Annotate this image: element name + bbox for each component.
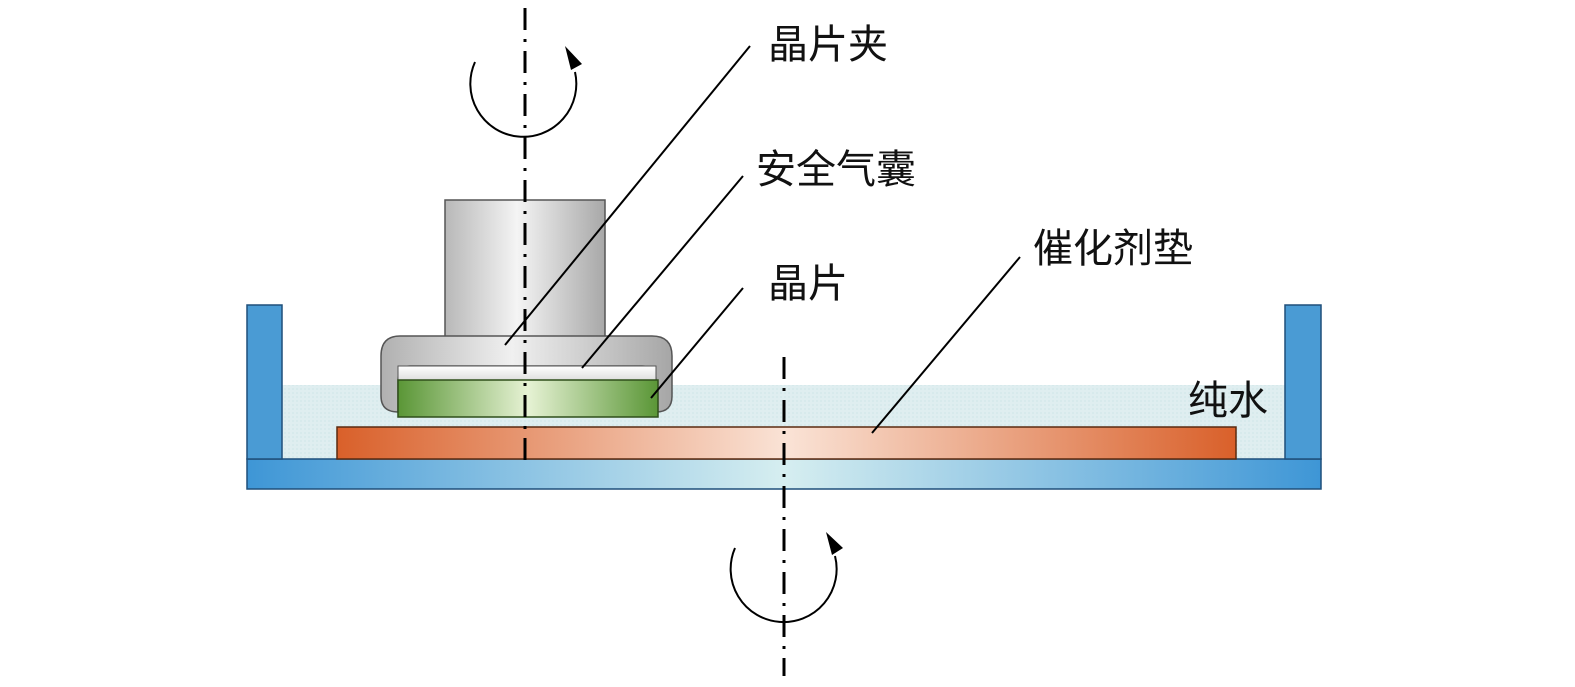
- leader-wafer: [650, 287, 744, 399]
- label-safety-airbag: 安全气囊: [756, 147, 916, 193]
- label-pure-water: 纯水: [1188, 378, 1268, 424]
- label-wafer-chuck: 晶片夹: [768, 22, 888, 68]
- label-catalyst-pad: 催化剂垫: [1033, 226, 1193, 272]
- pad-rotation-arrow-icon: [729, 532, 843, 624]
- leader-catalyst-pad: [871, 256, 1021, 434]
- leader-safety-airbag: [581, 175, 744, 369]
- tank-left-wall: [246, 304, 283, 460]
- tank-right-wall: [1284, 304, 1322, 460]
- chuck-rotation-arrow-icon: [469, 46, 582, 138]
- wafer: [397, 379, 659, 418]
- leader-wafer-chuck: [504, 45, 751, 346]
- label-wafer: 晶片: [768, 261, 848, 307]
- catalyst-pad: [336, 426, 1237, 460]
